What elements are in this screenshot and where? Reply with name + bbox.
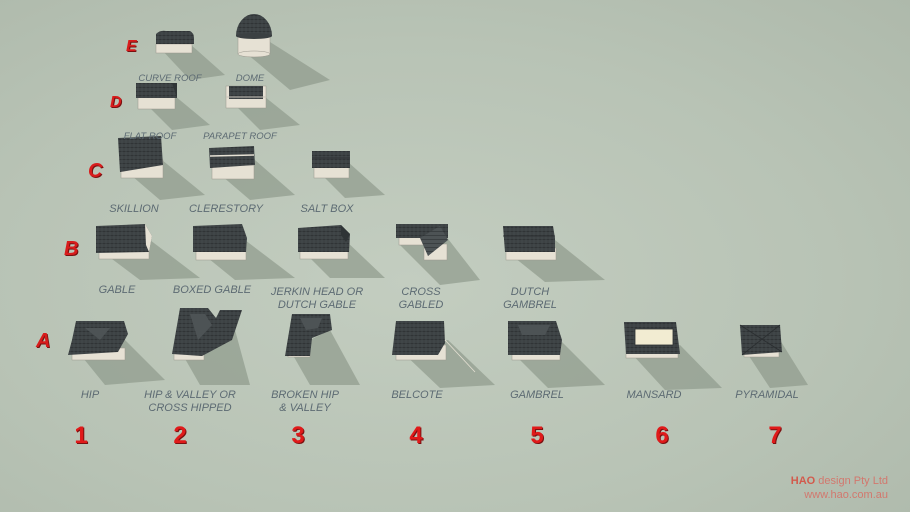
label-broken-hip: BROKEN HIP& VALLEY	[271, 389, 339, 414]
column-number-2: 2	[173, 422, 187, 449]
skillion-model	[118, 136, 205, 200]
row-letter-b: B	[64, 238, 79, 260]
column-number-6: 6	[655, 422, 669, 449]
company-name: HAO design Pty Ltd	[791, 474, 888, 488]
row-letter-e: E	[126, 38, 137, 55]
label-gable: GABLE	[98, 284, 136, 296]
label-gambrel: GAMBREL	[510, 389, 564, 401]
column-number-5: 5	[530, 422, 544, 449]
label-curve-roof: CURVE ROOF	[138, 73, 202, 84]
row-letter-d: D	[110, 94, 122, 111]
label-salt-box: SALT BOX	[300, 203, 354, 215]
dutch-gambrel-model	[503, 226, 605, 282]
parapet-roof-model	[225, 85, 300, 130]
company-name-rest: design Pty Ltd	[815, 475, 888, 487]
mansard-model	[624, 322, 722, 390]
broken-hip-valley-model	[285, 314, 360, 385]
flat-roof-model	[136, 83, 210, 130]
column-number-3: 3	[291, 422, 305, 449]
clerestory-model	[209, 146, 295, 200]
hip-model	[68, 321, 165, 385]
gambrel-model	[508, 321, 605, 388]
dome-model	[236, 14, 330, 90]
saltbox-model	[312, 151, 385, 198]
hip-valley-model	[172, 308, 250, 385]
label-parapet-roof: PARAPET ROOF	[203, 131, 277, 142]
label-clerestory: CLERESTORY	[189, 203, 263, 215]
label-skillion: SKILLION	[109, 203, 159, 215]
jerkin-head-model	[298, 225, 385, 278]
cross-gabled-model	[396, 224, 480, 285]
column-number-7: 7	[768, 422, 782, 449]
row-letter-c: C	[88, 160, 103, 182]
gable-model	[96, 224, 200, 280]
company-url[interactable]: www.hao.com.au	[804, 489, 888, 501]
column-number-4: 4	[409, 422, 423, 449]
label-dome: DOME	[235, 73, 265, 84]
belcote-model	[392, 321, 495, 388]
company-name-bold: HAO	[790, 475, 816, 487]
label-pyramidal: PYRAMIDAL	[735, 389, 799, 401]
boxed-gable-model	[193, 224, 295, 280]
company-branding: HAO design Pty Ltd www.hao.com.au	[791, 474, 888, 502]
label-flat-roof: FLAT ROOF	[123, 131, 177, 142]
curve-roof-model	[155, 30, 225, 80]
label-mansard: MANSARD	[626, 389, 682, 401]
pyramidal-model	[739, 324, 808, 388]
label-hip: HIP	[80, 389, 100, 401]
row-letter-a: A	[36, 330, 51, 352]
column-number-1: 1	[74, 422, 88, 449]
label-boxed-gable: BOXED GABLE	[172, 284, 252, 296]
label-belcote: BELCOTE	[391, 389, 443, 401]
